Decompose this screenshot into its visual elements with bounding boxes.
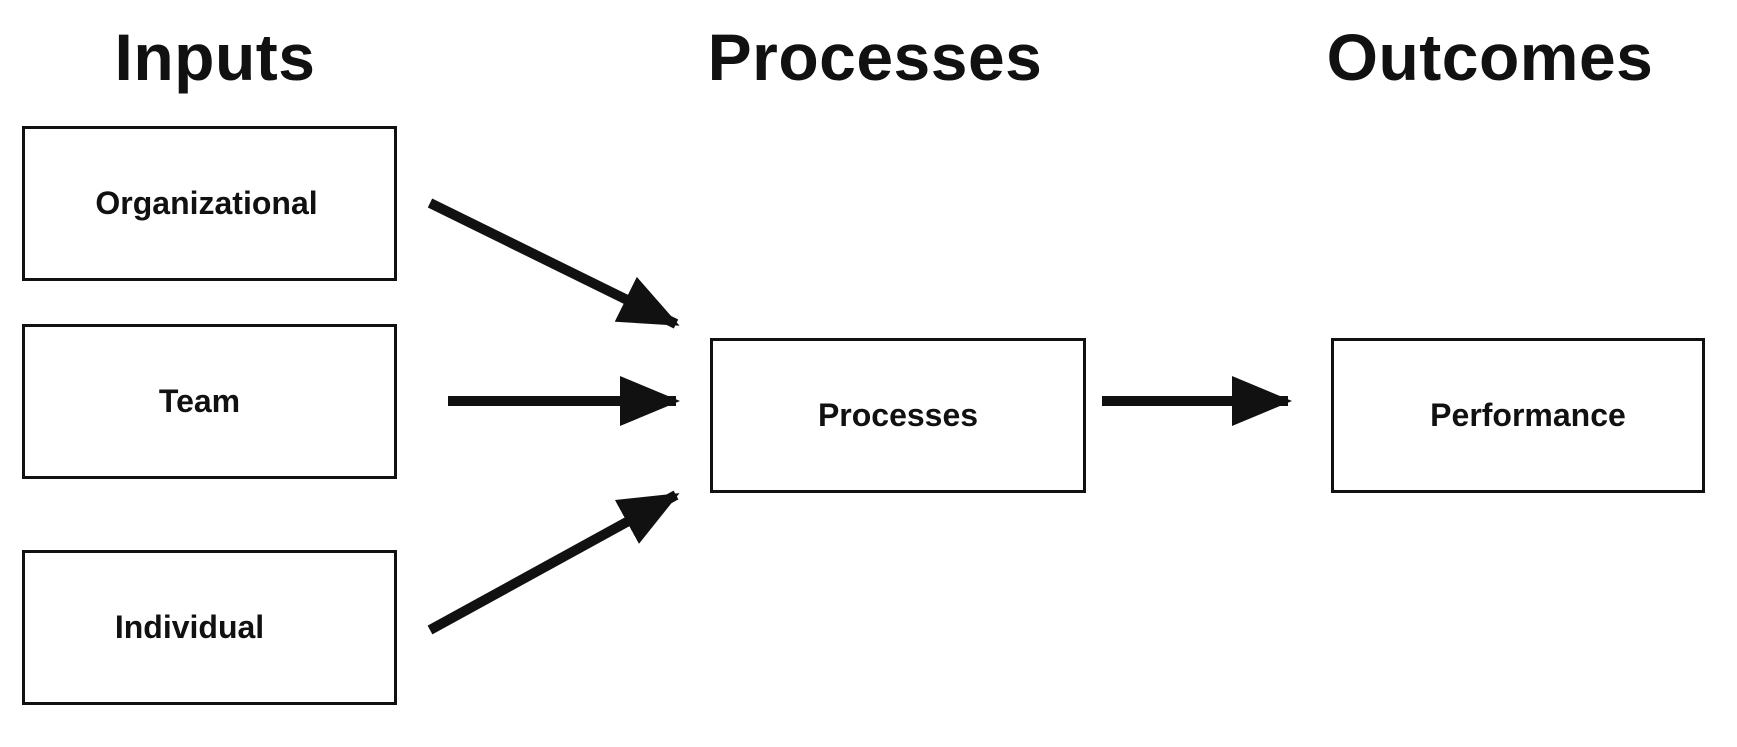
arrow-organizational-to-processes: [427, 198, 680, 329]
organizational-input-box: Organizational: [22, 126, 397, 281]
individual-label: Individual: [114, 609, 265, 645]
team-label: Team: [158, 383, 241, 419]
organizational-label: Organizational: [95, 185, 318, 221]
processes-label: Processes: [817, 397, 979, 433]
performance-label: Performance: [1430, 397, 1626, 433]
team-input-box: Team: [22, 324, 397, 479]
inputs-heading: Inputs: [114, 20, 316, 94]
arrow-individual-to-processes: [427, 490, 680, 635]
processes-heading: Processes: [707, 20, 1043, 94]
outcomes-heading: Outcomes: [1326, 20, 1654, 94]
performance-outcome-box: Performance: [1331, 338, 1705, 493]
individual-input-box: Individual: [22, 550, 397, 705]
processes-box: Processes: [710, 338, 1086, 493]
